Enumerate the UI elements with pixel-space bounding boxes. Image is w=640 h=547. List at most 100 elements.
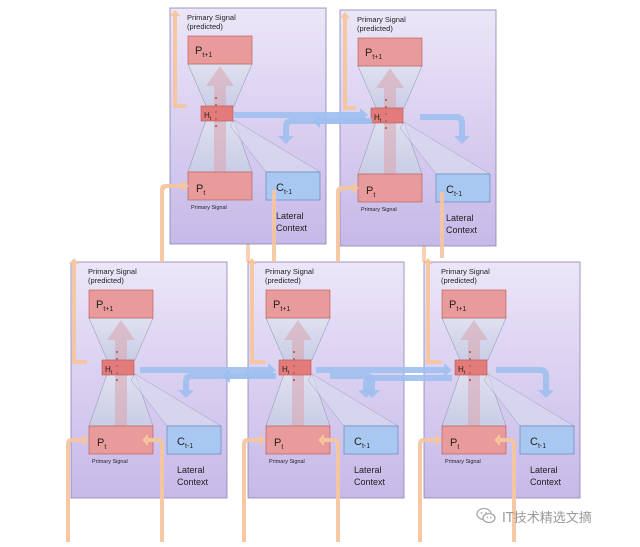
orange-output-arrow	[340, 12, 350, 108]
blue-lateral-arrow	[316, 363, 452, 377]
orange-lateral-feed	[272, 190, 276, 262]
hidden-unit	[116, 351, 118, 353]
wechat-icon	[476, 507, 496, 524]
hidden-unit	[385, 127, 387, 129]
lateral-context-label: Lateral	[446, 213, 474, 223]
hidden-state-label: Ht	[282, 365, 290, 376]
lateral-context-label: Lateral	[354, 465, 382, 475]
orange-output-arrow	[170, 10, 180, 106]
primary-signal-predicted-label: Primary Signal	[441, 267, 490, 276]
orange-input-arrow	[242, 434, 266, 542]
input-box	[187, 171, 253, 201]
orange-output-arrow	[423, 258, 433, 362]
primary-signal-caption: Primary Signal	[92, 459, 128, 465]
hidden-unit	[215, 104, 217, 106]
primary-signal-caption: Primary Signal	[269, 459, 305, 465]
primary-signal-predicted-label: Primary Signal	[357, 15, 406, 24]
hidden-unit	[116, 365, 118, 367]
context-box	[166, 425, 222, 455]
context-box-label: Ct-1	[530, 436, 546, 450]
orange-upward-feed-arrow	[160, 180, 189, 262]
prediction-box	[88, 289, 154, 319]
primary-signal-caption: Primary Signal	[361, 207, 397, 213]
prediction-box	[357, 37, 423, 67]
hidden-unit	[385, 120, 387, 122]
context-box	[519, 425, 575, 455]
lateral-context-sublabel: Context	[354, 477, 386, 487]
hidden-unit	[215, 125, 217, 127]
hidden-state-label: Ht	[204, 111, 212, 122]
hidden-unit	[293, 372, 295, 374]
input-box-label: Pt	[274, 437, 283, 451]
watermark: IT技术精选文摘	[476, 505, 592, 527]
primary-signal-caption: Primary Signal	[445, 459, 481, 465]
context-box	[343, 425, 399, 455]
orange-input-arrow	[318, 434, 340, 542]
primary-signal-caption: Primary Signal	[191, 205, 227, 211]
context-box-label: Ct-1	[354, 436, 370, 450]
orange-upward-feed-arrow	[336, 182, 359, 262]
blue-lateral-arrow	[330, 373, 380, 398]
lateral-context-sublabel: Context	[276, 223, 308, 233]
prediction-box-label: Pt+1	[273, 299, 290, 313]
hidden-unit	[293, 379, 295, 381]
lateral-context-sublabel: Context	[530, 477, 562, 487]
hidden-unit	[469, 372, 471, 374]
primary-signal-predicted-sublabel: (predicted)	[357, 24, 393, 33]
primary-signal-predicted-label: Primary Signal	[88, 267, 137, 276]
hidden-unit	[116, 379, 118, 381]
primary-signal-predicted-sublabel: (predicted)	[88, 276, 124, 285]
blue-lateral-arrow	[312, 114, 370, 128]
prediction-box-label: Pt+1	[96, 299, 113, 313]
lateral-context-label: Lateral	[276, 211, 304, 221]
prediction-box	[265, 289, 331, 319]
context-box-label: Ct-1	[446, 184, 462, 198]
hidden-unit	[385, 106, 387, 108]
blue-lateral-arrow	[222, 369, 274, 383]
primary-signal-predicted-sublabel: (predicted)	[265, 276, 301, 285]
hidden-state-label: Ht	[105, 365, 113, 376]
lateral-context-label: Lateral	[530, 465, 558, 475]
orange-output-hook	[343, 106, 356, 110]
blue-lateral-arrow	[420, 114, 470, 144]
orange-output-hook	[72, 360, 87, 364]
blue-lateral-arrow	[140, 363, 276, 377]
primary-signal-predicted-sublabel: (predicted)	[441, 276, 477, 285]
context-box-label: Ct-1	[177, 436, 193, 450]
hidden-unit	[293, 351, 295, 353]
hidden-unit	[469, 379, 471, 381]
prediction-box	[187, 35, 253, 65]
hidden-unit	[293, 365, 295, 367]
orange-output-hook	[173, 104, 186, 108]
prediction-box-label: Pt+1	[195, 45, 212, 59]
hidden-unit	[385, 99, 387, 101]
orange-output-arrow	[247, 258, 257, 362]
orange-input-arrow	[418, 434, 442, 542]
input-box-label: Pt	[450, 437, 459, 451]
hidden-unit	[215, 97, 217, 99]
connections-front-layer	[66, 10, 554, 542]
blue-lateral-arrow	[234, 108, 368, 122]
primary-signal-predicted-label: Primary Signal	[187, 13, 236, 22]
input-box-label: Pt	[366, 185, 375, 199]
hidden-unit	[469, 358, 471, 360]
orange-input-arrow	[494, 434, 516, 542]
watermark-text: IT技术精选文摘	[502, 510, 592, 526]
hidden-unit	[385, 113, 387, 115]
lateral-context-label: Lateral	[177, 465, 205, 475]
blue-lateral-arrow	[496, 367, 554, 398]
orange-input-arrow	[142, 434, 164, 542]
hidden-unit	[469, 365, 471, 367]
hidden-state-label: Ht	[374, 113, 382, 124]
orange-input-arrow	[66, 434, 89, 542]
context-box	[435, 173, 491, 203]
orange-lateral-feed	[440, 192, 444, 258]
orange-output-hook	[250, 360, 265, 364]
